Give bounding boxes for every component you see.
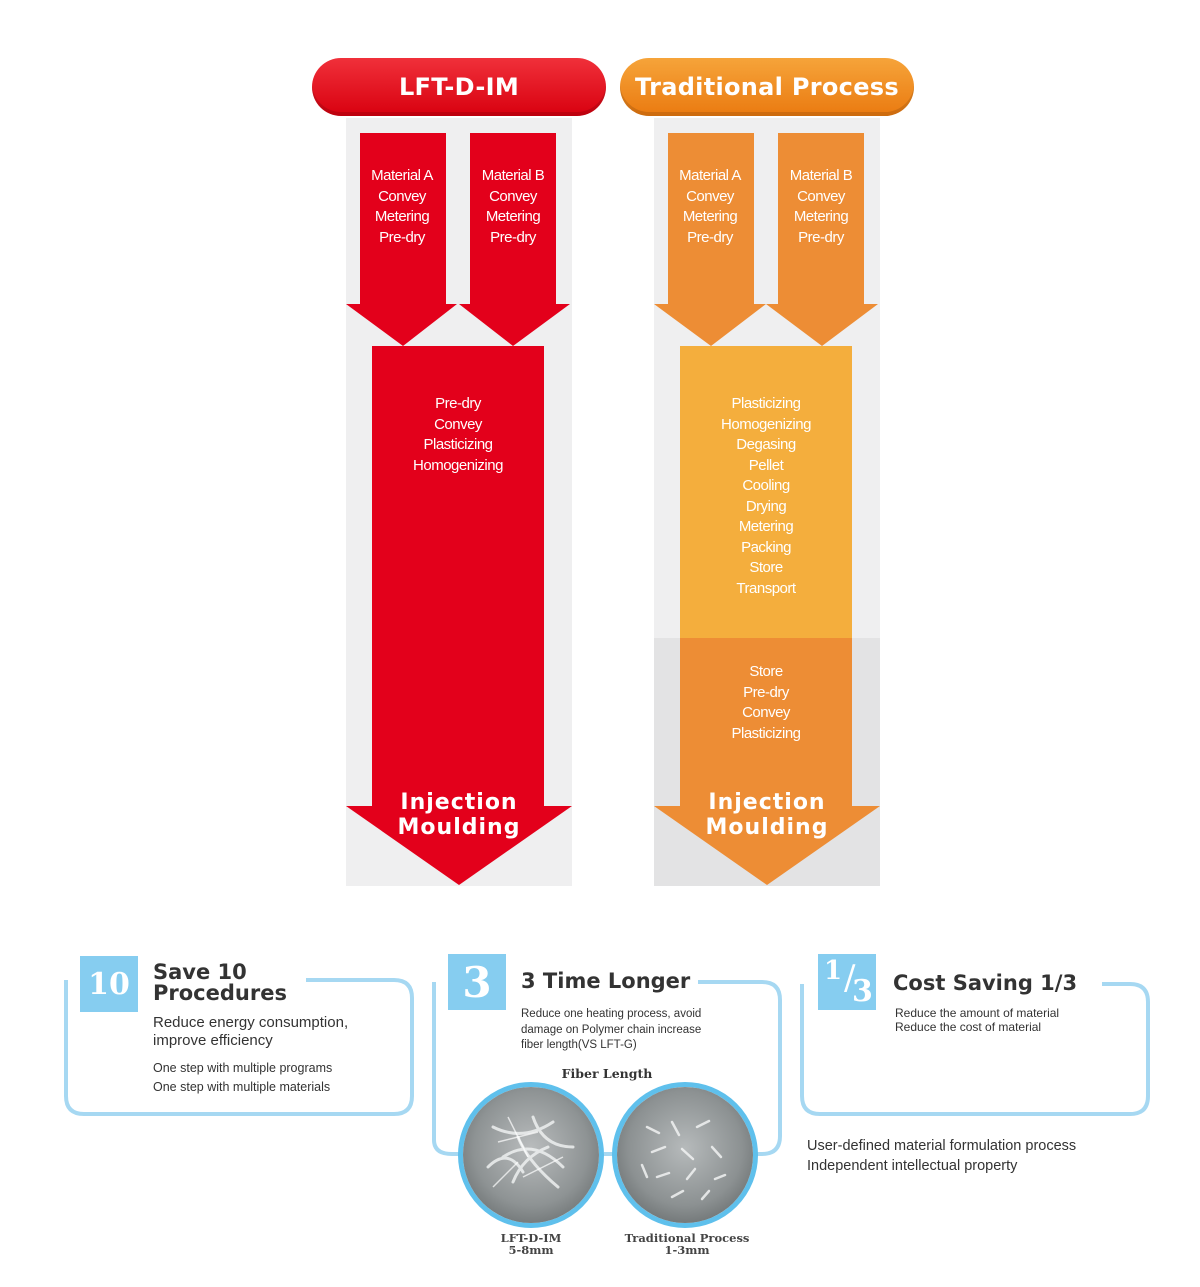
footer-notes: User-defined material formulation proces… bbox=[807, 1138, 1077, 1174]
cost-badge-numerator: 1 bbox=[824, 956, 843, 986]
traditional-process-block bbox=[680, 346, 852, 638]
cost-badge: 1 / 3 bbox=[818, 954, 876, 1010]
cost-badge-denominator: 3 bbox=[852, 974, 873, 1009]
cost-card-frame bbox=[800, 982, 1150, 1116]
traditional-fiber-photo bbox=[612, 1082, 758, 1228]
lft-fiber-photo bbox=[458, 1082, 604, 1228]
traditional-material-a-arrow bbox=[654, 133, 766, 346]
longer-badge: 3 bbox=[448, 954, 506, 1010]
cost-badge-slash: / bbox=[844, 958, 856, 998]
lft-fiber-texture bbox=[463, 1087, 599, 1223]
traditional-main-arrow bbox=[654, 638, 880, 885]
longer-title: 3 Time Longer bbox=[521, 969, 691, 993]
lft-header: LFT-D-IM bbox=[312, 58, 606, 116]
cost-title: Cost Saving 1/3 bbox=[893, 971, 1078, 995]
lft-material-a-arrow bbox=[346, 133, 457, 346]
lft-main-arrow bbox=[346, 346, 572, 885]
traditional-material-b-arrow bbox=[766, 133, 878, 346]
traditional-header: Traditional Process bbox=[620, 58, 914, 116]
traditional-fiber-texture bbox=[617, 1087, 753, 1223]
save-subtitle: Reduce energy consumption,improve effici… bbox=[153, 1014, 349, 1049]
save-badge: 10 bbox=[80, 956, 138, 1012]
fiber-length-label: Fiber Length bbox=[561, 1066, 653, 1081]
process-flow-diagram bbox=[346, 118, 880, 886]
save-card-frame bbox=[64, 978, 414, 1116]
lft-material-b-arrow bbox=[459, 133, 570, 346]
